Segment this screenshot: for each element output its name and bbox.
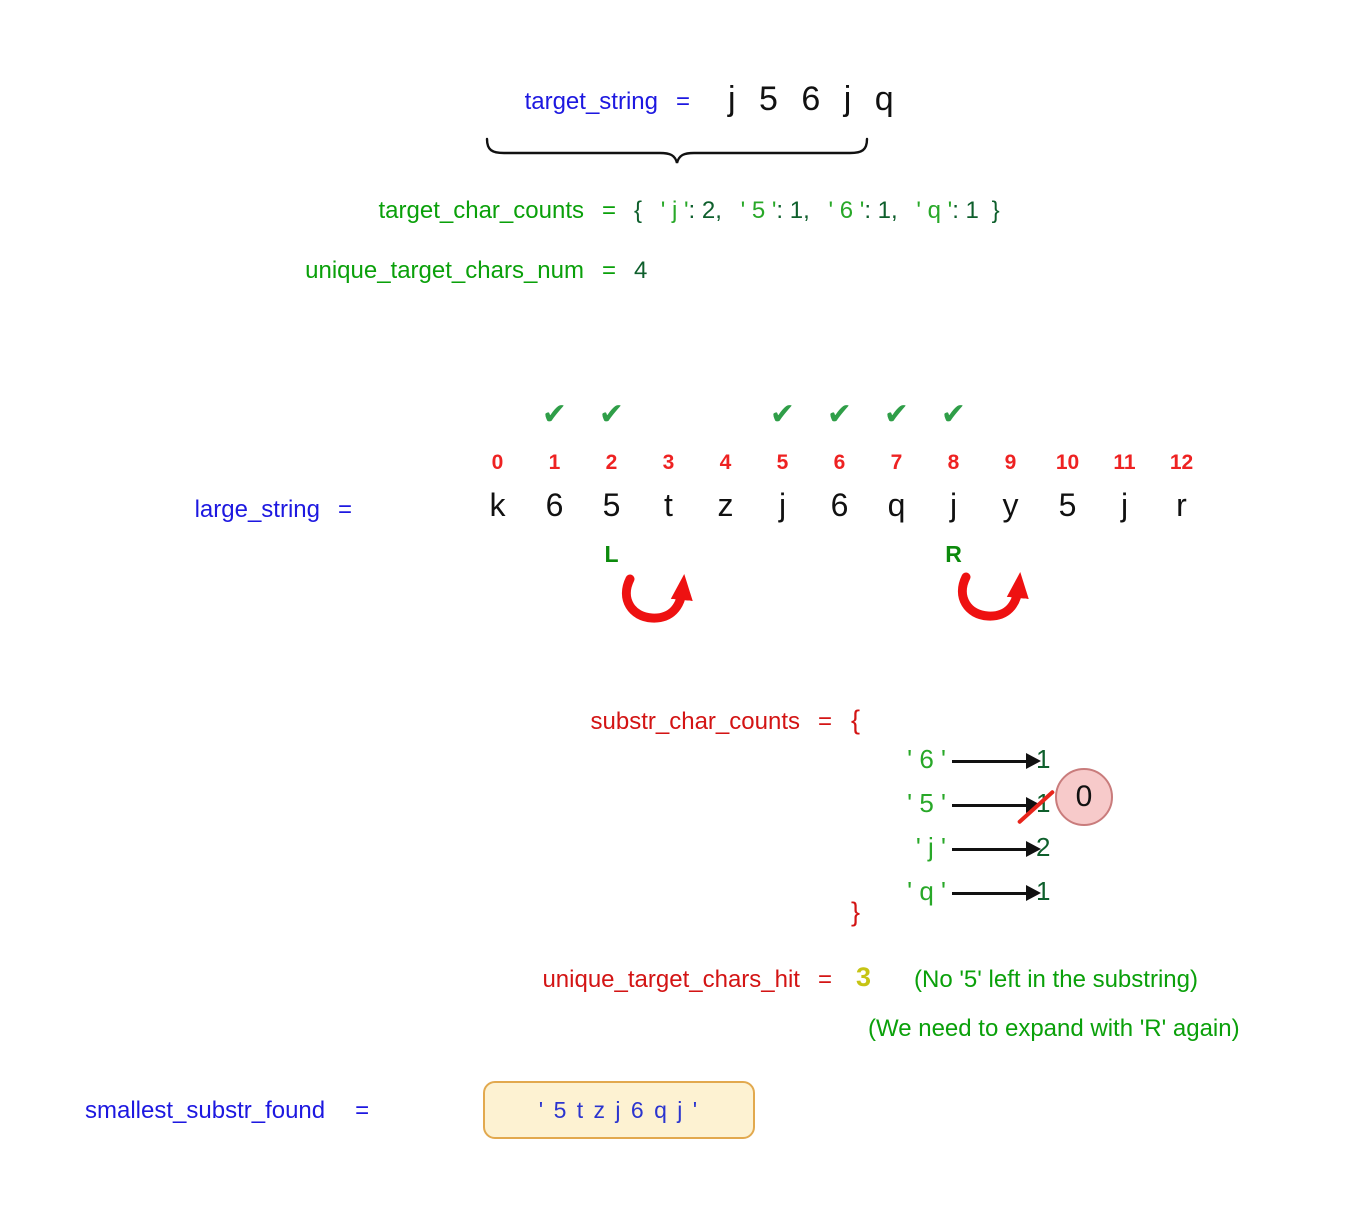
unique-target-chars-hit-name: unique_target_chars_hit — [542, 966, 800, 993]
smallest-substr-found-name: smallest_substr_found — [85, 1097, 326, 1124]
index-row: 0 1 2 3 4 5 6 7 8 9 10 11 12 — [469, 451, 1210, 475]
large-string-label: large_string = — [0, 496, 352, 524]
equals-sign: = — [355, 1097, 370, 1124]
index-number: 5 — [776, 451, 789, 474]
dict-close-brace: } — [991, 197, 1000, 224]
equals-sign: = — [817, 708, 832, 735]
target-char-counts-label: target_char_counts = — [0, 197, 616, 225]
index-number: 8 — [947, 451, 960, 474]
string-char: t — [664, 487, 673, 523]
check-icon: ✔ — [883, 398, 910, 431]
string-char: 5 — [602, 487, 621, 523]
smallest-substr-found-label: smallest_substr_found = — [85, 1097, 369, 1125]
dict-count: : 2, — [688, 197, 722, 224]
index-number: 9 — [1004, 451, 1017, 474]
target-string-value: j 5 6 j q — [728, 80, 901, 118]
dict-count: : 1, — [864, 197, 898, 224]
index-number: 6 — [833, 451, 846, 474]
string-char: q — [887, 487, 906, 523]
dict-open-brace: { — [634, 197, 643, 224]
unique-target-chars-num-name: unique_target_chars_num — [305, 257, 584, 284]
map-arrow-icon — [952, 886, 1041, 900]
index-number: 10 — [1055, 451, 1080, 474]
check-icon: ✔ — [769, 398, 796, 431]
check-icon: ✔ — [940, 398, 967, 431]
string-char: r — [1176, 487, 1187, 523]
checkmark-row: ✔ ✔ ✔ ✔ ✔ ✔ — [469, 396, 1210, 434]
right-pointer-label: R — [945, 541, 962, 567]
underbrace-icon — [485, 137, 869, 164]
check-icon: ✔ — [541, 398, 568, 431]
target-char-counts-name: target_char_counts — [378, 197, 584, 224]
substr-dict-key: ' q ' — [907, 876, 946, 906]
dict-count: : 1, — [776, 197, 810, 224]
large-string-chars: k 6 5 t z j 6 q j y 5 j r — [469, 487, 1210, 524]
equals-sign: = — [337, 496, 352, 523]
smallest-substr-found-value-box: ' 5 t z j 6 q j ' — [483, 1081, 755, 1139]
equals-sign: = — [601, 257, 616, 284]
string-char: z — [717, 487, 734, 523]
corrected-count-circle: 0 — [1055, 768, 1113, 826]
string-char: y — [1002, 487, 1019, 523]
string-char: 6 — [830, 487, 849, 523]
left-pointer-label: L — [604, 541, 619, 567]
string-char: k — [489, 487, 506, 523]
target-string-name: target_string — [524, 88, 658, 115]
note-no-5-left: (No '5' left in the substring) — [914, 966, 1198, 993]
substr-dict-value: 1 — [1036, 744, 1051, 774]
left-pointer-move-arrow-icon — [621, 574, 693, 623]
index-number: 1 — [548, 451, 561, 474]
substr-dict-value: 1 — [1036, 876, 1051, 906]
map-arrow-icon — [952, 798, 1041, 812]
unique-target-chars-hit-label: unique_target_chars_hit = — [0, 966, 832, 994]
index-number: 12 — [1169, 451, 1194, 474]
string-char: 5 — [1058, 487, 1077, 523]
target-char-counts-value: { ' j ': 2, ' 5 ': 1, ' 6 ': 1, ' q ': 1… — [634, 197, 1000, 225]
right-pointer-move-arrow-icon — [957, 572, 1029, 621]
substr-dict-open-brace: { — [851, 705, 861, 735]
index-number: 2 — [605, 451, 618, 474]
dict-key: ' 5 ' — [740, 197, 777, 224]
substr-char-counts-name: substr_char_counts — [590, 708, 800, 735]
substr-dict-key: ' j ' — [915, 832, 946, 862]
dict-key: ' 6 ' — [828, 197, 865, 224]
string-char: 6 — [545, 487, 564, 523]
index-number: 4 — [719, 451, 732, 474]
unique-target-chars-num-value: 4 — [634, 257, 648, 284]
index-number: 0 — [491, 451, 504, 474]
unique-target-chars-num-label: unique_target_chars_num = — [0, 257, 616, 285]
large-string-name: large_string — [194, 496, 320, 523]
note-expand-again: (We need to expand with 'R' again) — [868, 1015, 1240, 1042]
equals-sign: = — [675, 88, 690, 115]
index-number: 3 — [662, 451, 675, 474]
index-number: 7 — [890, 451, 903, 474]
substr-char-counts-label: substr_char_counts = — [0, 708, 832, 736]
string-char: j — [778, 487, 787, 523]
dict-key: ' j ' — [660, 197, 689, 224]
map-arrow-icon — [952, 754, 1041, 768]
substr-dict-key: ' 6 ' — [907, 744, 946, 774]
string-char: j — [949, 487, 958, 523]
dict-count: : 1 — [952, 197, 979, 224]
substr-dict-close-brace: } — [851, 897, 861, 927]
map-arrow-icon — [952, 842, 1041, 856]
unique-target-chars-hit-value: 3 — [856, 962, 872, 992]
substr-dict-value: 2 — [1036, 832, 1051, 862]
check-icon: ✔ — [598, 398, 625, 431]
dict-key: ' q ' — [916, 197, 953, 224]
equals-sign: = — [601, 197, 616, 224]
substr-dict-key: ' 5 ' — [907, 788, 946, 818]
check-icon: ✔ — [826, 398, 853, 431]
string-char: j — [1120, 487, 1129, 523]
index-number: 11 — [1113, 451, 1136, 474]
equals-sign: = — [817, 966, 832, 993]
target-string-label: target_string = — [0, 88, 690, 116]
